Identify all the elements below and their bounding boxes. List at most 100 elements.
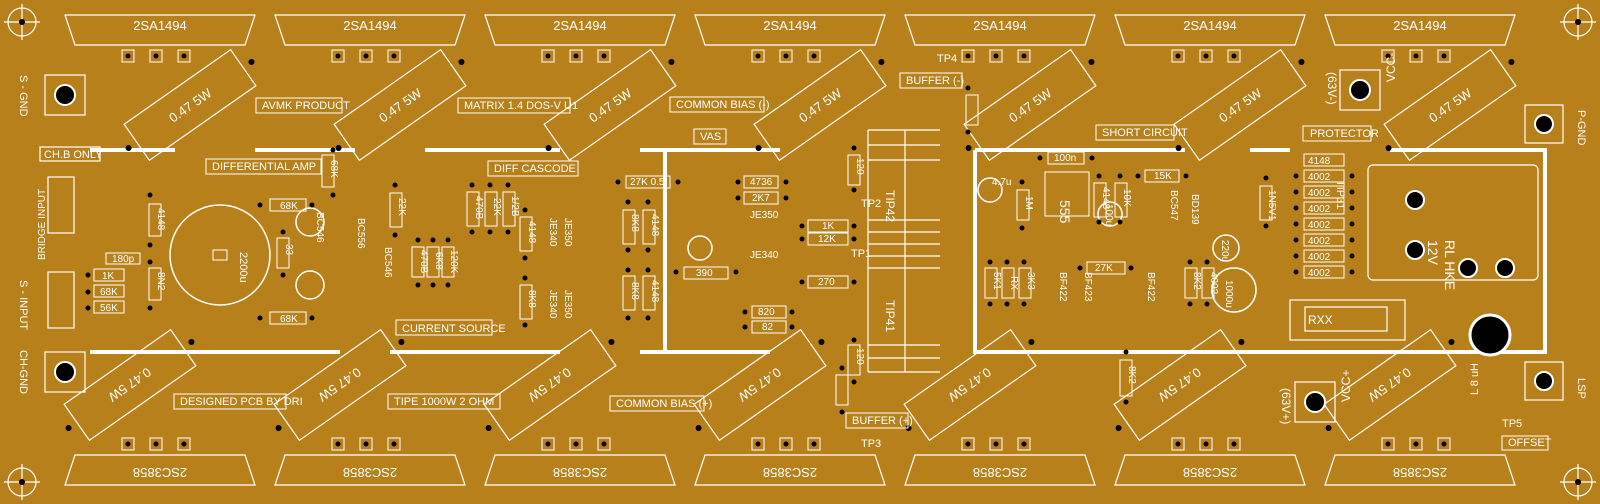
label-2k7: 2K7 xyxy=(752,193,770,204)
label-je340: JE340 xyxy=(547,218,558,247)
label-4148-a: 4148 xyxy=(155,208,166,231)
transistor-label: 2SA1494 xyxy=(1183,18,1237,33)
label-bc556: BC556 xyxy=(355,218,366,249)
label-6k8: 6K8 xyxy=(433,252,444,270)
label-offset: OFFSET xyxy=(1508,437,1552,449)
label-8k8-c: 8K8 xyxy=(629,282,640,300)
diode-label: 4002 xyxy=(1308,188,1331,199)
label-vcc-neg: VCC- xyxy=(1384,53,1398,82)
label-4002-s: 4002 xyxy=(1208,272,1219,295)
transistor-label: 2SC3858 xyxy=(343,465,397,480)
label-4148-c: 4148 xyxy=(649,214,660,237)
label-10k: 10K xyxy=(1121,189,1132,207)
label-je350-c: JE350 xyxy=(750,210,779,221)
label-rxx: RXX xyxy=(1308,313,1333,327)
label-1n5v1: 1N5V1 xyxy=(1266,190,1277,221)
label-100u: 100u xyxy=(1103,204,1114,226)
transistor-label: 2SC3858 xyxy=(973,465,1027,480)
label-1000u: 1000u xyxy=(1223,280,1234,308)
label-82: 82 xyxy=(762,322,774,333)
label-common-bias-pos: COMMON BIAS (+) xyxy=(616,398,712,410)
label-4-7u: 4.7u xyxy=(992,177,1011,188)
label-common-bias-neg: COMMON BIAS (-) xyxy=(676,99,770,111)
output-transistor-top: 2SA1494 xyxy=(904,14,1096,63)
label-68k-d: 68K xyxy=(280,314,298,325)
label-bf423: BF423 xyxy=(1082,272,1093,302)
label-avmk: AVMK PRODUCT xyxy=(262,100,350,112)
label-buffer-pos: BUFFER (+) xyxy=(852,415,913,427)
label-rx: RX xyxy=(1008,276,1019,290)
label-4148-e: 4148 xyxy=(1100,187,1111,210)
label-8k2-b: 8K2 xyxy=(1126,366,1137,384)
label-470b: 470B xyxy=(418,250,429,274)
diode-label: 4002 xyxy=(1308,204,1331,215)
label-lsp: LSP xyxy=(1575,378,1587,399)
label-bf422-b: BF422 xyxy=(1145,272,1156,302)
transistor-label: 2SC3858 xyxy=(1183,465,1237,480)
label-8k8-b: 8K8 xyxy=(629,214,640,232)
capacitor-2200u: 2200u xyxy=(169,204,271,306)
label-tip41: TIP41 xyxy=(883,300,897,332)
label-8n2: 8N2 xyxy=(155,272,166,291)
label-tp4: TP4 xyxy=(937,53,957,65)
label-designed: DESIGNED PCB BY DRI xyxy=(180,396,303,408)
label-short-circuit: SHORT CIRCUIT xyxy=(1102,127,1188,139)
label-22k-2: 22K xyxy=(491,198,502,216)
label-buffer-neg: BUFFER (-) xyxy=(906,75,964,87)
label-15k: 15K xyxy=(1154,171,1172,182)
output-transistor-top: 2SA1494 xyxy=(1114,14,1306,63)
output-transistor-top: 2SA1494 xyxy=(64,14,256,63)
label-bridge-input: BRIDGE INPUT xyxy=(37,189,48,260)
label-tipe: TIPE 1000W 2 OHM xyxy=(394,396,494,408)
label-bc547: BC547 xyxy=(1168,190,1179,221)
label-33: 33 xyxy=(283,244,294,256)
output-transistor-top: 2SA1494 xyxy=(694,14,886,63)
label-je340-b: JE340 xyxy=(547,290,558,319)
output-transistor-bottom: 2SC3858 xyxy=(484,437,676,486)
output-transistor-bottom: 2SC3858 xyxy=(1324,437,1516,486)
label-3k3: 3K3 xyxy=(1025,272,1036,290)
label-390: 390 xyxy=(696,268,713,279)
label-matrix: MATRIX 1.4 DOS-V U1 xyxy=(464,100,578,112)
label-56k: 56K xyxy=(100,303,118,314)
label-vas: VAS xyxy=(700,131,721,143)
transistor-label: 2SC3858 xyxy=(763,465,817,480)
label-4148-d: 4148 xyxy=(649,280,660,303)
label-820: 820 xyxy=(758,307,775,318)
label-diff-cascode: DIFF CASCODE xyxy=(494,163,576,175)
label-relay: RL HKE xyxy=(1442,240,1458,290)
label-220u: 220u xyxy=(1219,240,1230,262)
label-27k05: 27K 0.5 xyxy=(630,177,665,188)
output-transistor-top: 2SA1494 xyxy=(274,14,466,63)
label-protector: PROTECTOR xyxy=(1310,128,1379,140)
label-5k1: 5K1 xyxy=(991,272,1002,290)
label-bf422-a: BF422 xyxy=(1057,272,1068,302)
label-tip42: TIP42 xyxy=(883,190,897,222)
label-270: 270 xyxy=(818,277,835,288)
label-8k8: 8K8 xyxy=(526,290,537,308)
label-je350: JE350 xyxy=(562,218,573,247)
label-inductor: L 8 uH xyxy=(1469,363,1481,395)
label-tp1: TP1 xyxy=(851,248,871,260)
label-1k: 1K xyxy=(102,271,115,282)
transistor-label: 2SA1494 xyxy=(973,18,1027,33)
label-2200u: 2200u xyxy=(237,252,249,283)
label-bc546: BC546 xyxy=(314,212,325,243)
transistor-label: 2SA1494 xyxy=(343,18,397,33)
label-8k2-a: 8K2 xyxy=(1191,272,1202,290)
diode-label: 4002 xyxy=(1308,220,1331,231)
label-s-gnd: S - GND xyxy=(17,75,29,117)
label-27k: 27K xyxy=(1095,263,1113,274)
label-4736: 4736 xyxy=(750,177,773,188)
output-transistor-top: 2SA1494 xyxy=(484,14,676,63)
label-tp5: TP5 xyxy=(1502,418,1522,430)
diode-label: 4002 xyxy=(1308,252,1331,263)
label-tp2: TP2 xyxy=(861,198,881,210)
output-transistor-bottom: 2SC3858 xyxy=(274,437,466,486)
label-ch-gnd: CH-GND xyxy=(17,350,29,394)
label-1-2b: 1/2B xyxy=(509,196,520,217)
label-p-gnd: P-GND xyxy=(1575,110,1587,146)
label-vcc-pos: VCC+ xyxy=(1339,370,1353,402)
transistor-label: 2SC3858 xyxy=(1393,465,1447,480)
